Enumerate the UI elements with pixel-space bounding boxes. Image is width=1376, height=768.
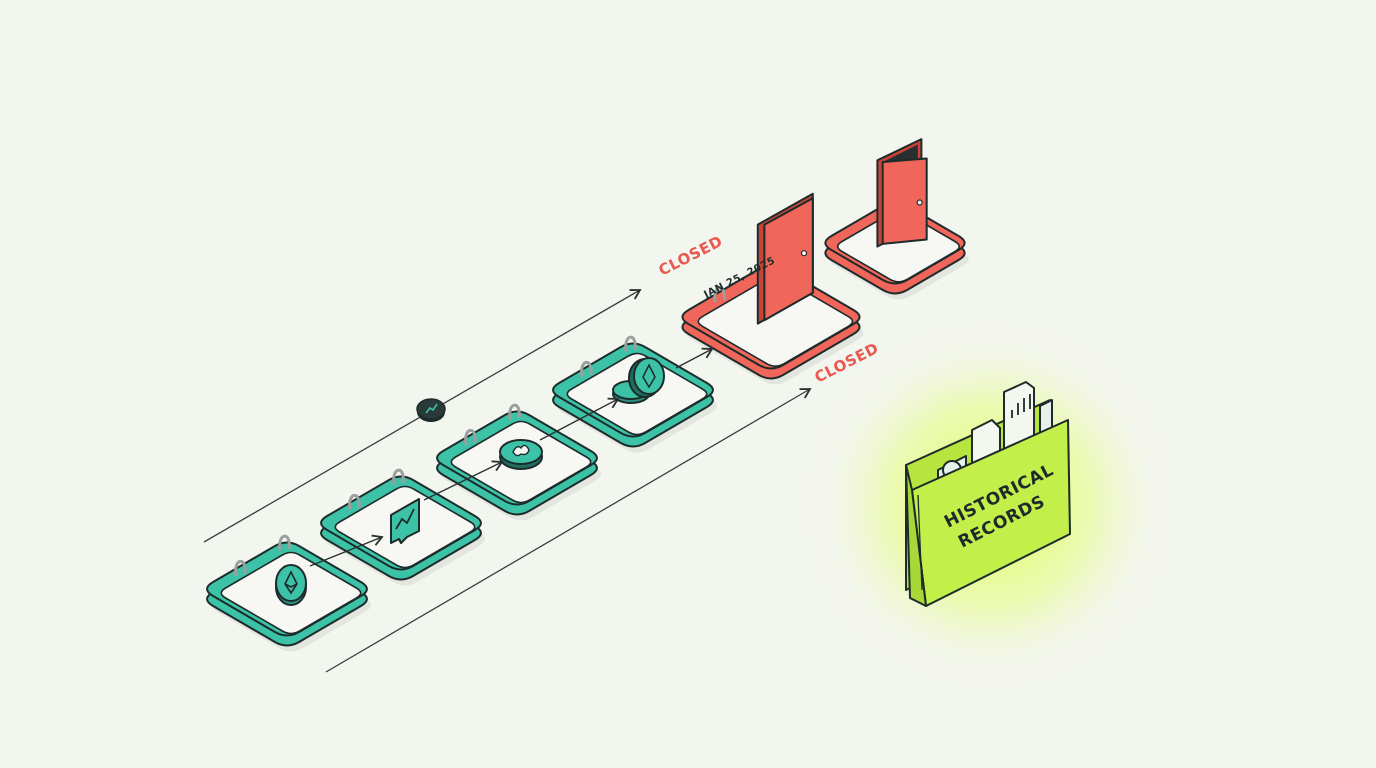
door-icon [876,138,928,248]
trend-chart-icon [390,498,420,544]
connector-4 [675,347,714,369]
calendar-tile-6 [824,138,969,300]
ethereum-coin-icon [275,564,307,606]
connector-3 [539,397,620,441]
binder-ring [713,286,726,303]
calendar-tiles [206,138,969,652]
binder-ring [624,335,637,352]
calendar-tile-4 [552,335,717,453]
binder-ring [464,428,477,446]
closed-label-upper: CLOSED [656,232,726,279]
timeline-line-lower [325,388,812,673]
tile-connectors [309,347,714,567]
door-icon [756,192,814,325]
binder-ring [392,468,405,485]
stacked-coins-icon [612,357,665,404]
calendar-tile-1 [206,534,371,652]
calendar-tile-3 [436,403,601,521]
binder-ring [348,493,361,511]
binder-ring [278,534,291,551]
calendar-tile-5 [681,192,864,385]
binder-ring [580,360,593,378]
calendar-tile-2 [320,468,485,586]
binder-ring [234,559,247,577]
historical-records-folder: HISTORICAL RECORDS [805,320,1175,690]
binder-ring [508,403,521,420]
milestone-marker-icon [416,398,446,422]
bar-chart-icon [1011,394,1031,418]
token-coin-icon [499,439,543,470]
connector-2 [423,460,504,501]
connector-1 [309,534,384,567]
